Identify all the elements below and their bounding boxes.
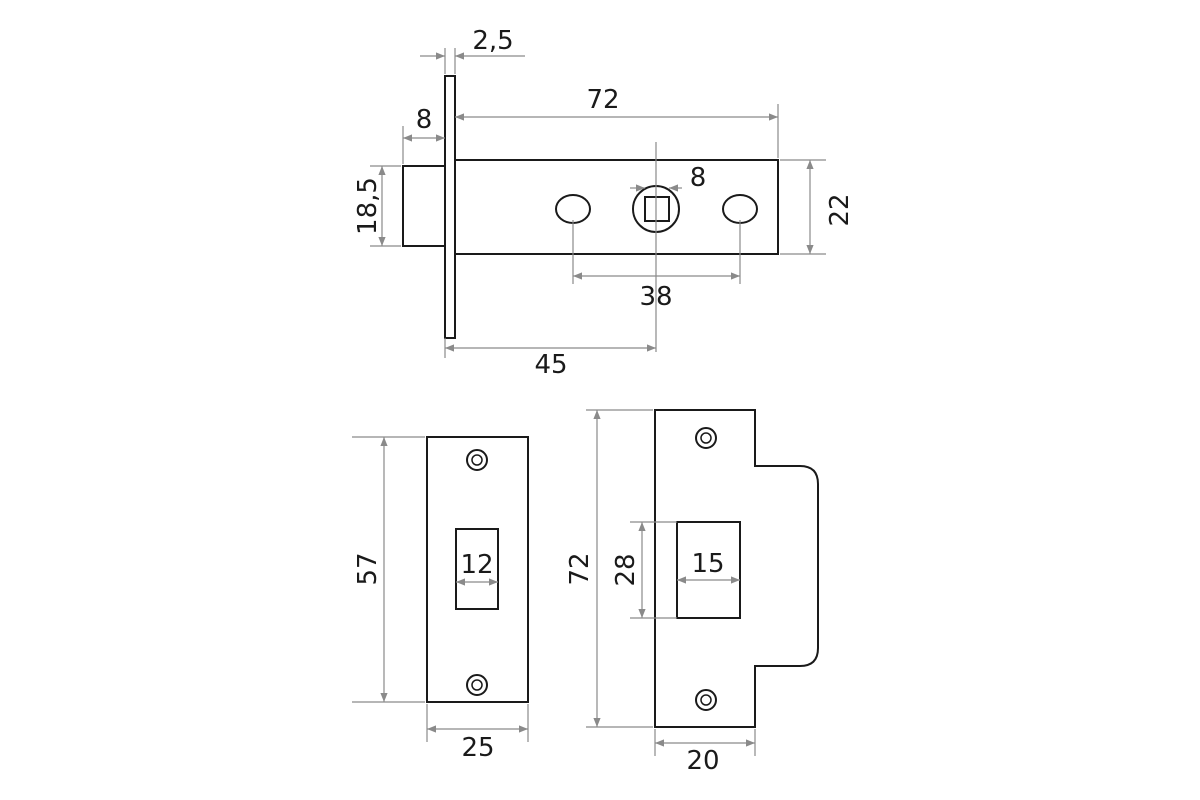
dim-case-height: 22 (780, 159, 855, 255)
label-forend-opening-width: 12 (460, 550, 493, 580)
dim-forend-opening-width: 12 (456, 550, 498, 586)
label-strike-width: 20 (686, 746, 719, 776)
label-bolt-projection: 8 (416, 105, 433, 135)
latch-body (402, 75, 779, 339)
label-fixing-centres: 38 (639, 282, 672, 312)
forend-outline (426, 436, 529, 703)
dim-fixing-centres: 38 (573, 272, 740, 312)
latch-bolt (402, 165, 446, 247)
label-strike-opening-width: 15 (691, 549, 724, 579)
screw-hole-icon (695, 427, 717, 449)
label-case-length: 72 (586, 85, 619, 115)
dim-bolt-projection: 8 (402, 105, 445, 164)
screw-hole-icon (466, 449, 488, 471)
label-case-height: 22 (825, 193, 855, 226)
dim-case-length: 72 (455, 85, 779, 158)
label-forend-width: 25 (461, 733, 494, 763)
dim-faceplate-thickness: 2,5 (420, 26, 525, 74)
strike-plate (654, 409, 819, 728)
label-bolt-height: 18,5 (353, 177, 383, 235)
dim-bolt-height: 18,5 (353, 165, 401, 247)
strike-opening (676, 521, 741, 619)
dim-forend-width: 25 (426, 704, 529, 763)
screw-hole-icon (466, 674, 488, 696)
label-spindle-square: 8 (690, 163, 707, 193)
spindle-square (644, 196, 670, 222)
strike-outline (654, 409, 819, 728)
screw-hole-icon (695, 689, 717, 711)
dim-strike-width: 20 (654, 729, 756, 776)
label-strike-opening-height: 28 (611, 553, 641, 586)
dim-backset: 45 (444, 338, 656, 380)
label-strike-height: 72 (565, 552, 595, 585)
dim-strike-height: 72 (565, 409, 653, 728)
fixing-hole-left (555, 194, 591, 224)
label-forend-height: 57 (353, 552, 383, 585)
latch-case (454, 159, 779, 255)
forend-opening (455, 528, 499, 610)
forend-plate (426, 436, 529, 703)
faceplate (444, 75, 456, 339)
dim-spindle-square: 8 (630, 163, 706, 193)
dim-strike-opening-width: 15 (677, 549, 740, 584)
fixing-hole-right (722, 194, 758, 224)
label-faceplate-thickness: 2,5 (472, 26, 513, 56)
label-backset: 45 (534, 350, 567, 380)
dim-strike-opening-height: 28 (611, 521, 677, 619)
dim-forend-height: 57 (352, 436, 425, 703)
centre-lines (572, 142, 741, 352)
